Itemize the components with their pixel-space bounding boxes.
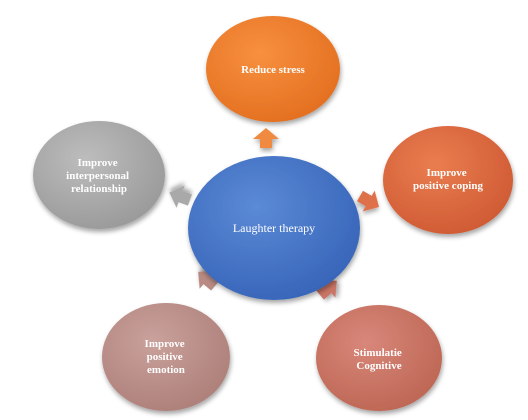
arrow-to-improve-interpersonal-relationship [169,185,193,208]
center-node-laughter-therapy: Laughter therapy [188,156,360,300]
arrow-to-improve-positive-emotion [198,270,219,291]
arrow-to-stimulatie-cognitive [316,279,337,300]
node-improve-interpersonal-relationship: Improve interpersonal relationship [33,121,165,229]
arrow-to-reduce-stress [253,128,279,148]
node-improve-positive-coping: Improve positive coping [383,126,513,234]
node-label-reduce-stress: Reduce stress [241,64,305,76]
node-label-improve-positive-emotion: Improve positive emotion [145,338,188,376]
node-stimulatie-cognitive: Stimulatie Cognitive [316,305,442,411]
arrow-to-improve-positive-coping [357,190,380,212]
node-reduce-stress: Reduce stress [206,16,340,122]
node-label-improve-positive-coping: Improve positive coping [413,167,483,192]
node-label-improve-interpersonal-relationship: Improve interpersonal relationship [66,157,132,195]
node-improve-positive-emotion: Improve positive emotion [102,303,230,411]
center-label: Laughter therapy [233,221,315,235]
node-label-stimulatie-cognitive: Stimulatie Cognitive [353,347,404,372]
